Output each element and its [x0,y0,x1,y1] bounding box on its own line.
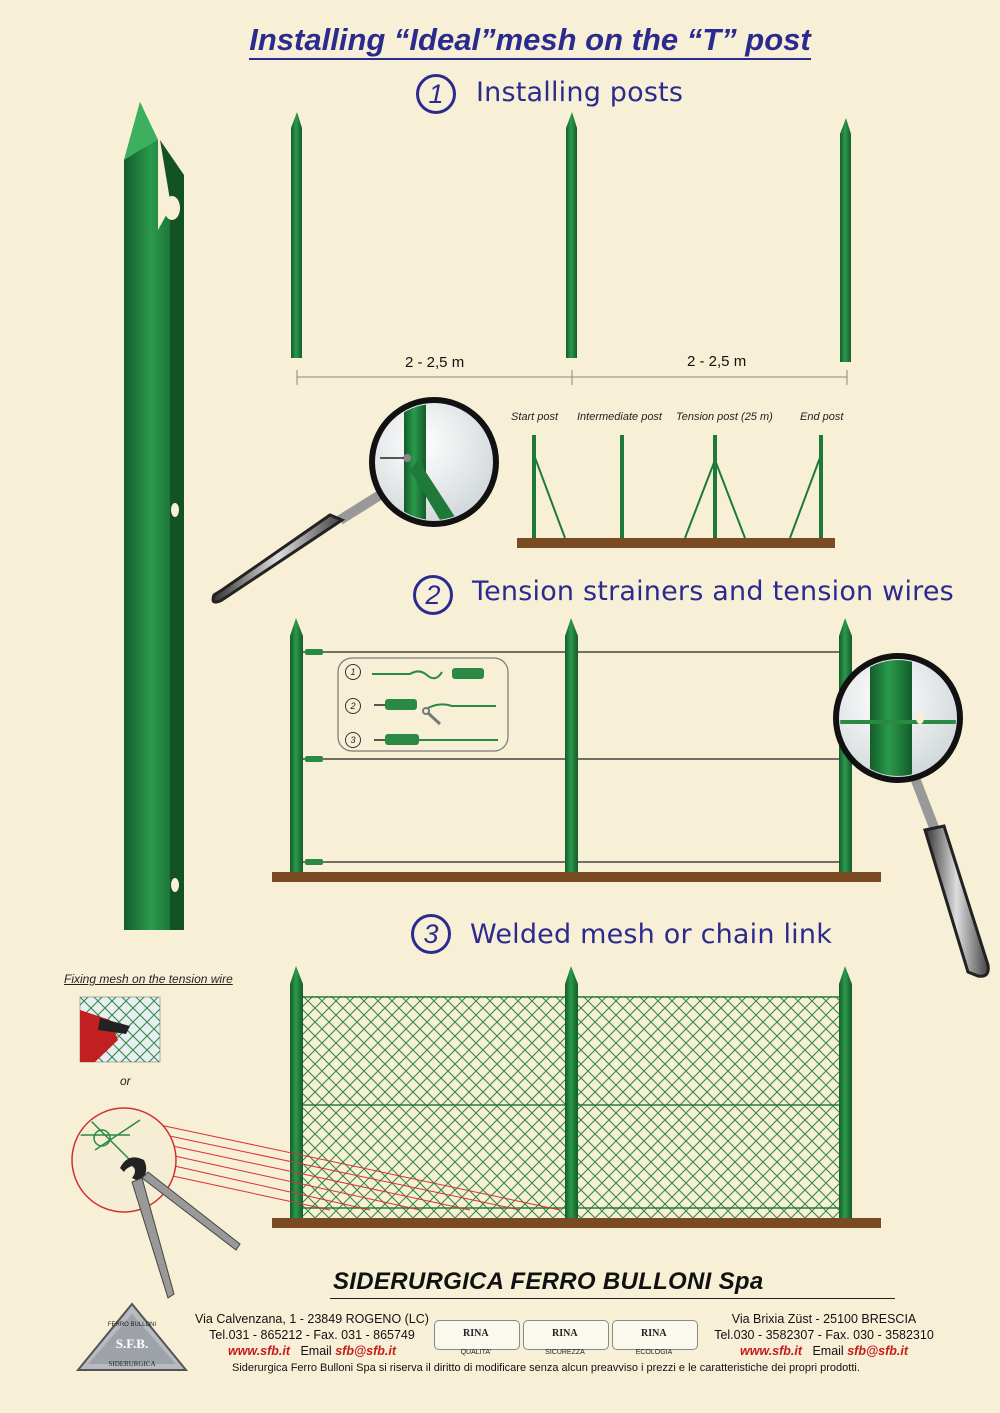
t-post [565,966,578,1218]
post-types-diagram [517,435,835,548]
detail-circle-pliers [71,1107,241,1299]
page-title: Installing “Ideal”mesh on the “T” post [0,22,1000,60]
cert-caption: SICUREZZA [545,1349,585,1356]
post-type-label: Intermediate post [577,411,662,423]
website-link[interactable]: www.sfb.it [227,1344,291,1358]
certification-badge: RINA [523,1320,609,1350]
step-number-2: 2 [413,575,453,615]
detail-projection-lines [159,1124,561,1211]
cert-caption: QUALITA' [460,1349,492,1356]
spacing-label: 2 - 2,5 m [687,353,747,370]
post-hole [171,503,179,517]
divider [330,1298,895,1299]
logo-middle-text: S.F.B. [115,1336,149,1351]
address-left-street: Via Calvenzana, 1 - 23849 ROGENO (LC) [195,1312,429,1326]
or-label: or [120,1074,131,1088]
t-post [839,966,852,1218]
post-type-label: Start post [511,411,559,423]
email-label: Email [300,1344,332,1358]
t-post [565,618,578,872]
address-left: Via Calvenzana, 1 - 23849 ROGENO (LC) Te… [192,1311,432,1359]
logo-bottom-text: SIDERURGICA [108,1360,156,1368]
t-post [290,618,303,872]
strainer-inset [337,657,509,752]
cert-caption: ECOLOGIA [635,1349,673,1356]
t-post [290,966,303,1218]
cert-brand: RINA [552,1328,578,1339]
t-post [566,112,577,358]
email-label: Email [812,1344,844,1358]
step-number-3: 3 [411,914,451,954]
certification-badge: RINA [612,1320,698,1350]
post-hole [171,878,179,892]
cert-brand: RINA [463,1328,489,1339]
website-link[interactable]: www.sfb.it [739,1344,803,1358]
disclaimer: Siderurgica Ferro Bulloni Spa si riserva… [232,1362,860,1374]
certification-badge: RINA [434,1320,520,1350]
address-right-contact: www.sfb.it Email sfb@sfb.it [704,1343,944,1359]
t-post [291,112,302,358]
step3-fence [272,966,881,1228]
step-title-1: Installing posts [476,77,684,108]
post-type-label: Tension post (25 m) [676,411,773,423]
step-title-2: Tension strainers and tension wires [472,576,954,607]
logo-top-text: FERRO BULLONI [107,1322,157,1328]
company-logo [75,1302,189,1371]
magnifier-end-post [833,653,990,978]
address-right: Via Brixia Züst - 25100 BRESCIA Tel.030 … [704,1311,944,1359]
address-right-phone: Tel.030 - 3582307 - Fax. 030 - 3582310 [714,1328,934,1342]
company-name: SIDERURGICA FERRO BULLONI Spa [333,1268,764,1295]
ground-bar [272,872,881,882]
step-number-1: 1 [416,74,456,114]
step1-posts [291,112,851,385]
fixing-photo [79,996,161,1063]
address-right-street: Via Brixia Züst - 25100 BRESCIA [731,1312,917,1326]
post-type-label: End post [800,411,844,423]
email-link[interactable]: sfb@sfb.it [847,1344,909,1358]
t-post [840,118,851,362]
inset-step-3: 3 [345,732,361,748]
fixing-label: Fixing mesh on the tension wire [64,972,233,986]
spacing-label: 2 - 2,5 m [405,354,465,371]
inset-step-2: 2 [345,698,361,714]
large-t-post [124,102,184,930]
cert-brand: RINA [641,1328,667,1339]
ground-bar [517,538,835,548]
post-hole-top [164,196,180,220]
step-title-3: Welded mesh or chain link [470,919,833,950]
inset-step-1: 1 [345,664,361,680]
address-left-phone: Tel.031 - 865212 - Fax. 031 - 865749 [209,1328,415,1342]
ground-bar [272,1218,881,1228]
address-left-contact: www.sfb.it Email sfb@sfb.it [192,1343,432,1359]
email-link[interactable]: sfb@sfb.it [335,1344,397,1358]
magnifier-start-post [211,397,499,604]
